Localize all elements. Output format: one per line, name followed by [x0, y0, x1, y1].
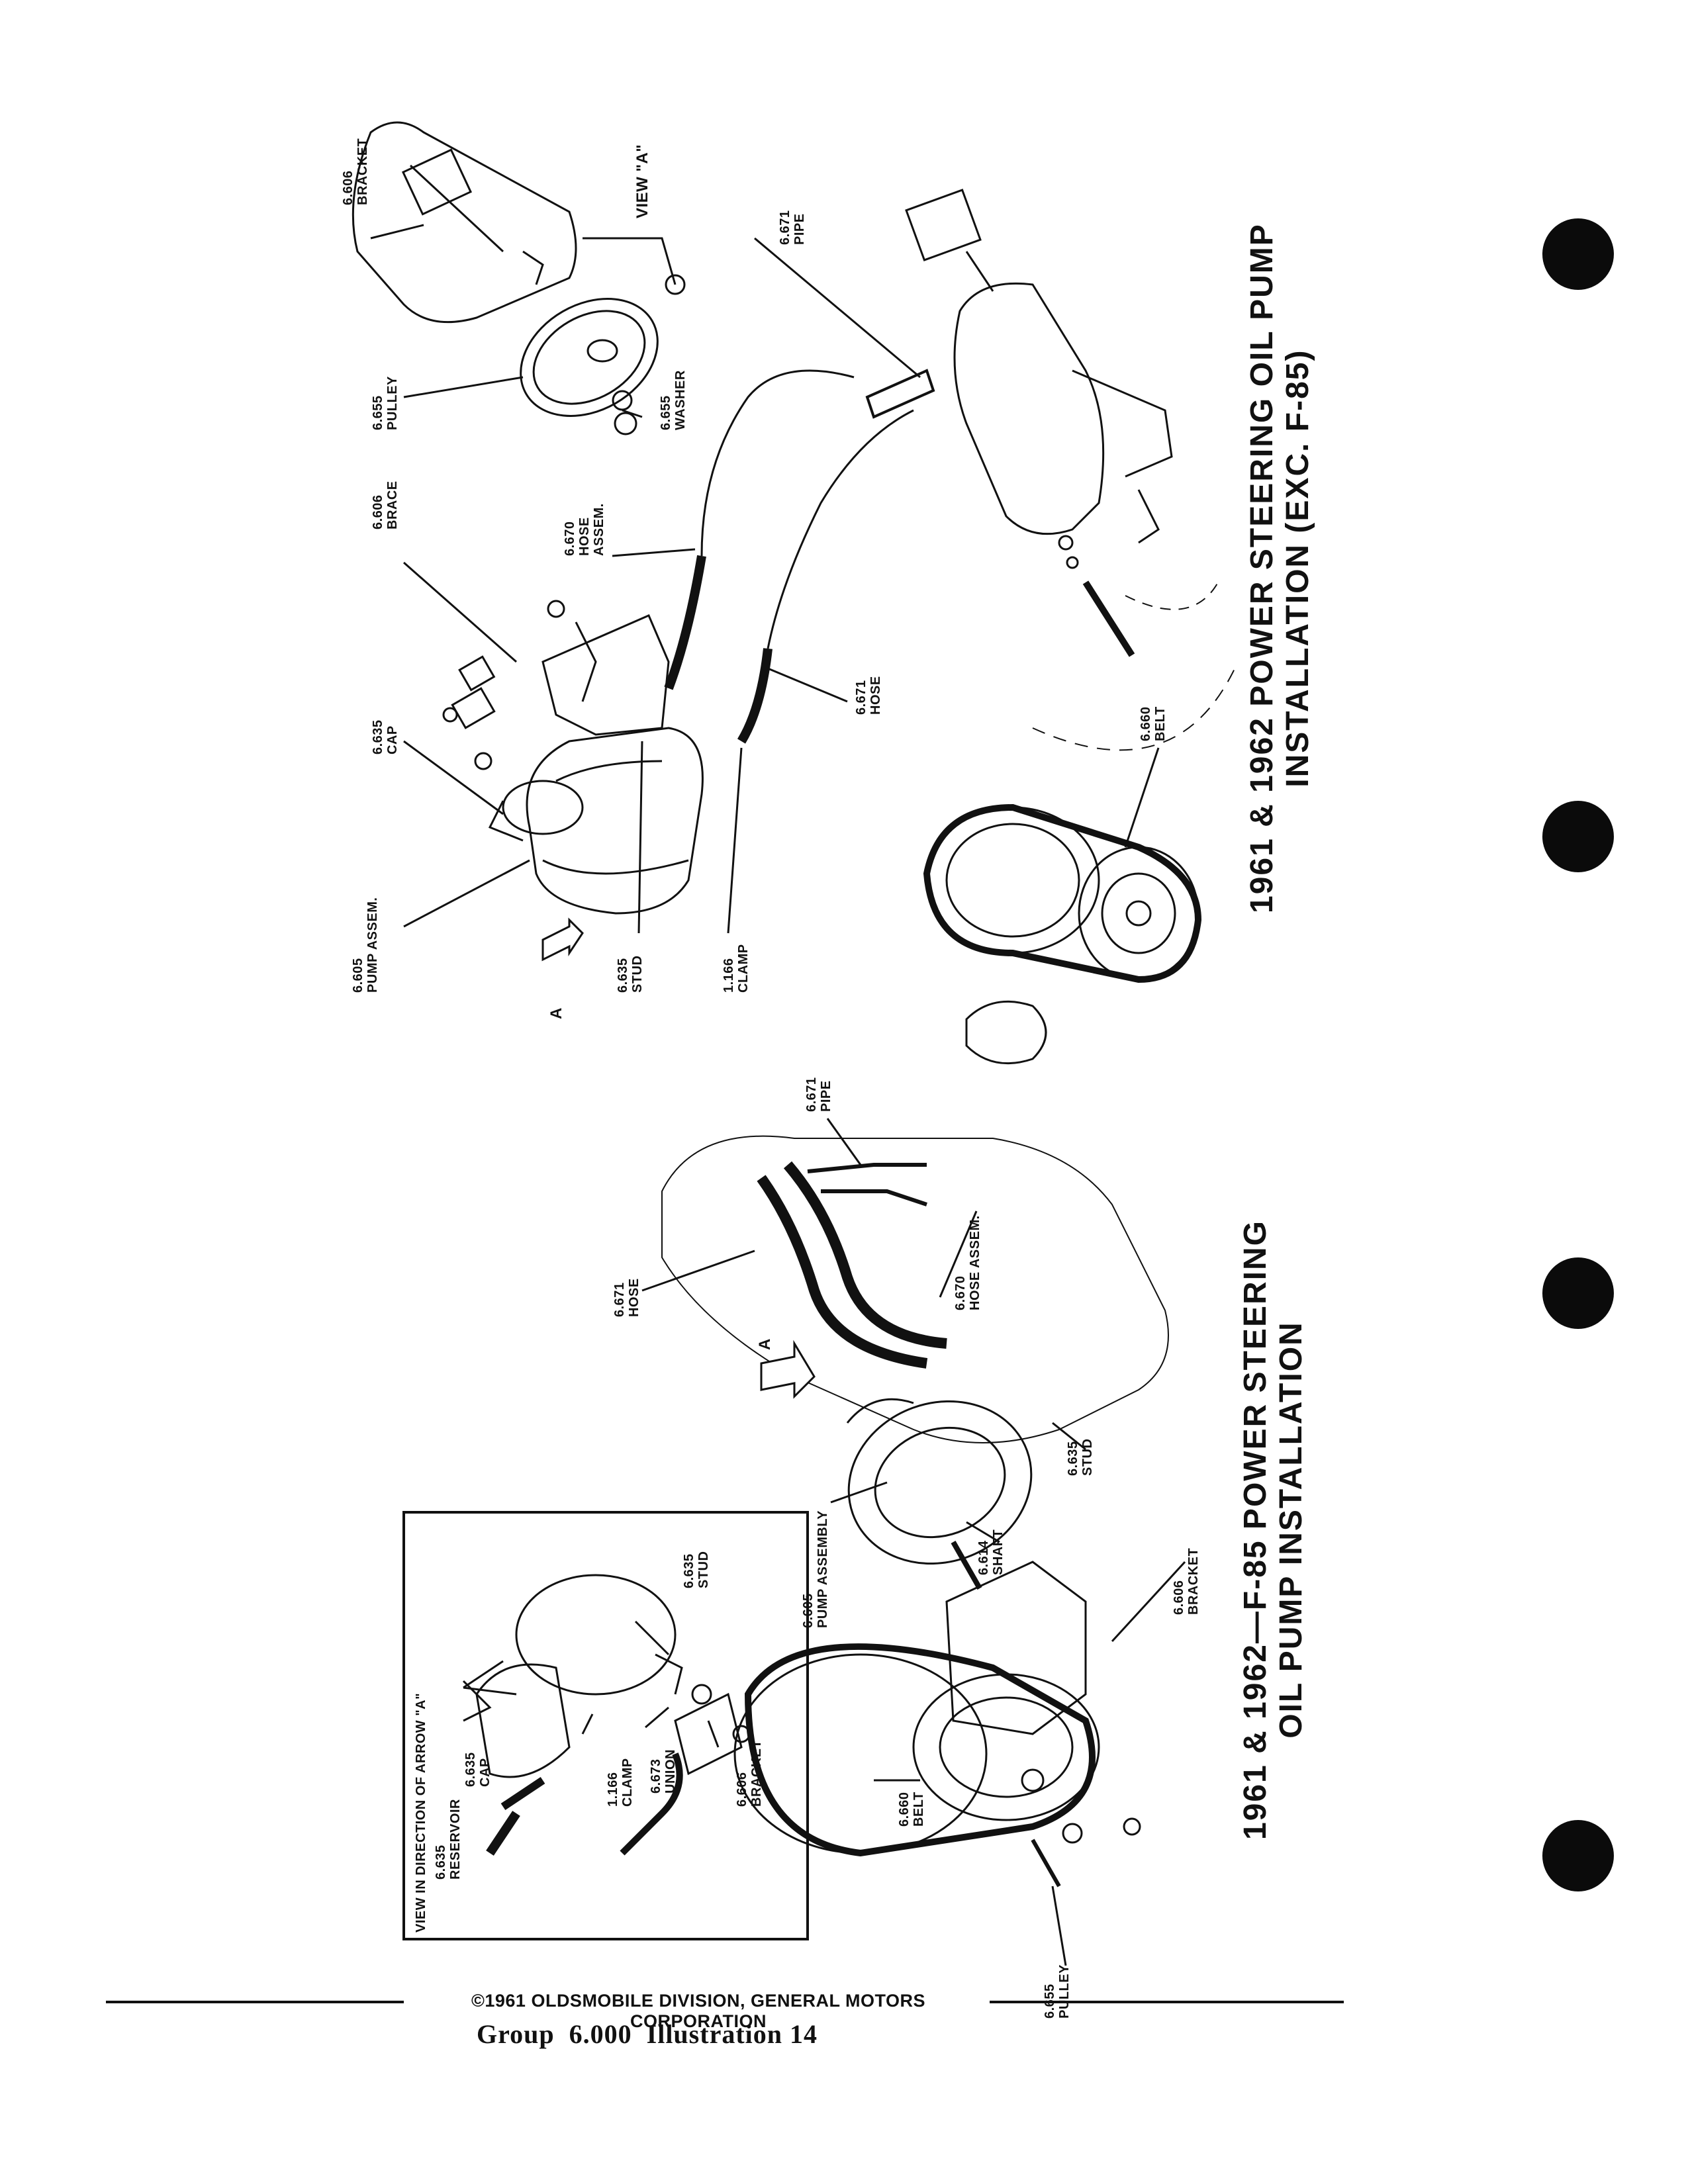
bottom-title: 1961 & 1962—F-85 POWER STEERING OIL PUMP… [1238, 1220, 1309, 1840]
callout-top-belt: 6.660 BELT [1139, 706, 1168, 741]
callout-bottom-pulley: 6.655 PULLEY [1043, 1964, 1072, 2019]
bottom-arrow-a-icon [760, 1340, 816, 1399]
bottom-title-line-1: 1961 & 1962—F-85 POWER STEERING [1238, 1220, 1273, 1840]
top-hose-return [737, 648, 773, 744]
top-arrow-a-icon [541, 917, 584, 962]
callout-bottom-hose-assem: 6.670 HOSE ASSEM. [953, 1215, 982, 1310]
callout-top-stud: 6.635 STUD [616, 955, 645, 993]
top-brace [541, 614, 670, 736]
top-title-line-1: 1961 & 1962 POWER STEERING OIL PUMP [1244, 223, 1280, 913]
bottom-pump [847, 1400, 1033, 1565]
callout-bottom-belt: 6.660 BELT [897, 1792, 926, 1827]
callout-top-brace: 6.606 BRACE [371, 480, 400, 529]
callout-top-washer: 6.655 WASHER [659, 370, 688, 430]
bottom-hose-1 [757, 1175, 928, 1369]
callout-top-pipe: 6.671 PIPE [778, 210, 807, 245]
callout-inset-reservoir: 6.635 RESERVOIR [434, 1799, 463, 1880]
callout-top-pump-assem: 6.605 PUMP ASSEM. [351, 897, 380, 993]
top-view-a-label: VIEW "A" [633, 144, 651, 218]
bottom-pipe [807, 1163, 927, 1173]
inset-title: VIEW IN DIRECTION OF ARROW "A" [414, 1692, 428, 1933]
binder-hole-3 [1542, 1257, 1614, 1329]
callout-inset-stud: 6.635 STUD [682, 1551, 711, 1588]
callout-top-clamp: 1.166 CLAMP [722, 944, 751, 993]
bottom-belt [744, 1643, 1096, 1857]
binder-hole-4 [1542, 1820, 1614, 1891]
callout-inset-bracket: 6.606 BRACKET [735, 1739, 764, 1807]
callout-top-bracket: 6.606 BRACKET [341, 138, 370, 205]
callout-bottom-stud: 6.635 STUD [1066, 1438, 1095, 1476]
binder-hole-1 [1542, 218, 1614, 290]
view-a-pulley [520, 298, 659, 417]
callout-top-pulley: 6.655 PULLEY [371, 376, 400, 430]
bottom-hose-2 [783, 1161, 947, 1349]
callout-top-hose-assem: 6.670 HOSE ASSEM. [563, 503, 606, 556]
top-gear-fitting [905, 189, 982, 261]
top-belt [923, 803, 1202, 983]
top-hose-assembly [664, 555, 706, 690]
footer-copyright: ©1961 OLDSMOBILE DIVISION, GENERAL MOTOR… [471, 1991, 925, 2031]
bottom-title-line-2: OIL PUMP INSTALLATION [1274, 1321, 1309, 1739]
binder-hole-2 [1542, 801, 1614, 872]
callout-bottom-pump-assembly: 6.605 PUMP ASSEMBLY [801, 1510, 830, 1628]
top-pump-cap [502, 780, 584, 835]
inset-reservoir [515, 1574, 677, 1696]
callout-bottom-pipe: 6.671 PIPE [804, 1077, 833, 1112]
bottom-bracket [945, 1561, 1087, 1735]
top-title: 1961 & 1962 POWER STEERING OIL PUMP INST… [1244, 223, 1316, 913]
callout-bottom-hose: 6.671 HOSE [612, 1278, 641, 1317]
callout-top-cap: 6.635 CAP [371, 719, 400, 754]
bottom-engine-outline [661, 1135, 1169, 1443]
view-a-bracket [352, 121, 577, 324]
inset-frame [402, 1511, 809, 1940]
callout-bottom-bracket: 6.606 BRACKET [1172, 1547, 1201, 1615]
top-title-line-2: INSTALLATION (EXC. F-85) [1280, 349, 1315, 788]
footer-group-line: Group 6.000 Illustration 14 [477, 2019, 818, 2049]
callout-top-hose-assem-line-3: ASSEM. [592, 503, 606, 556]
bottom-crank-pulley [733, 1653, 988, 1854]
bottom-arrow-a-label: A [756, 1338, 774, 1350]
callout-bottom-shaft: 6.614 SHAFT [976, 1529, 1006, 1575]
top-pump-body [526, 727, 704, 915]
top-steering-gear [953, 282, 1105, 535]
callout-inset-clamp: 1.166 CLAMP [606, 1758, 635, 1807]
top-arrow-a-label: A [547, 1007, 565, 1019]
callout-inset-cap: 6.635 CAP [463, 1752, 492, 1787]
callout-inset-union: 6.673 UNION [649, 1749, 678, 1794]
bottom-pulley [912, 1673, 1100, 1821]
callout-top-hose: 6.671 HOSE [854, 676, 883, 715]
